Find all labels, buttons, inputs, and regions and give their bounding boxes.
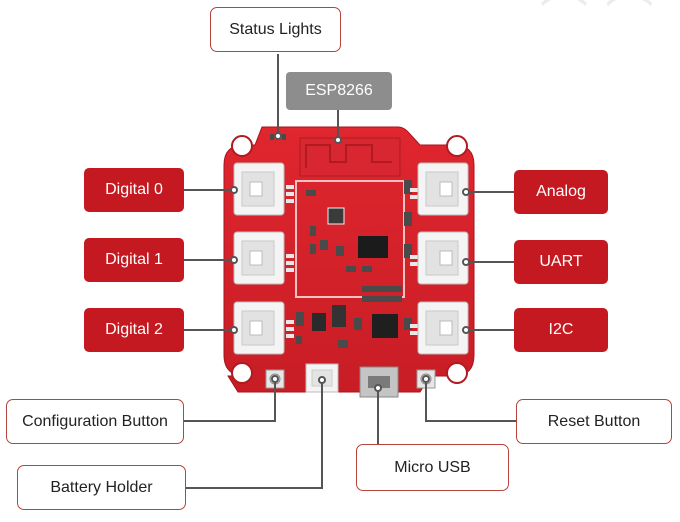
regulator-chip [372,314,398,338]
label-digital-2: Digital 2 [84,308,184,352]
smd-components [270,134,412,348]
antenna-area [299,137,401,177]
dot-digital-2 [230,326,238,334]
small-chip-2 [312,313,326,331]
dot-status [274,132,282,140]
grove-connector-digital-2 [233,301,285,355]
label-configuration-button: Configuration Button [6,399,184,444]
mount-hole-top-right [446,135,468,157]
mount-hole-top-left [231,135,253,157]
label-esp8266: ESP8266 [286,72,392,110]
label-digital-0: Digital 0 [84,168,184,212]
label-i2c: I2C [514,308,608,352]
small-chip-3 [332,305,346,327]
grove-connector-uart [417,231,469,285]
grove-connector-analog [417,162,469,216]
dot-digital-1 [230,256,238,264]
label-status-lights: Status Lights [210,7,341,52]
corner-watermark: ⌒ ⌒ [540,0,656,45]
dot-uart [462,258,470,266]
label-digital-1: Digital 1 [84,238,184,282]
grove-connector-i2c [417,301,469,355]
label-uart: UART [514,240,608,284]
dot-battery [318,376,326,384]
grove-connector-digital-1 [233,231,285,285]
mount-hole-bottom-right [446,362,468,384]
small-chip-1 [327,207,345,225]
main-chip [358,236,388,258]
dot-usb [374,384,382,392]
label-micro-usb: Micro USB [356,444,509,491]
dot-digital-0 [230,186,238,194]
mount-hole-bottom-left [231,362,253,384]
antenna-trace [305,144,392,168]
dot-analog [462,188,470,196]
resistor-arrays [286,185,418,338]
grove-connector-digital-0 [233,162,285,216]
dot-reset [422,375,430,383]
dot-config [271,375,279,383]
dot-i2c [462,326,470,334]
leader-lines [184,54,516,489]
dot-esp [334,136,342,144]
label-reset-button: Reset Button [516,399,672,444]
label-battery-holder: Battery Holder [17,465,186,510]
esp-module-outline [295,180,405,298]
label-analog: Analog [514,170,608,214]
